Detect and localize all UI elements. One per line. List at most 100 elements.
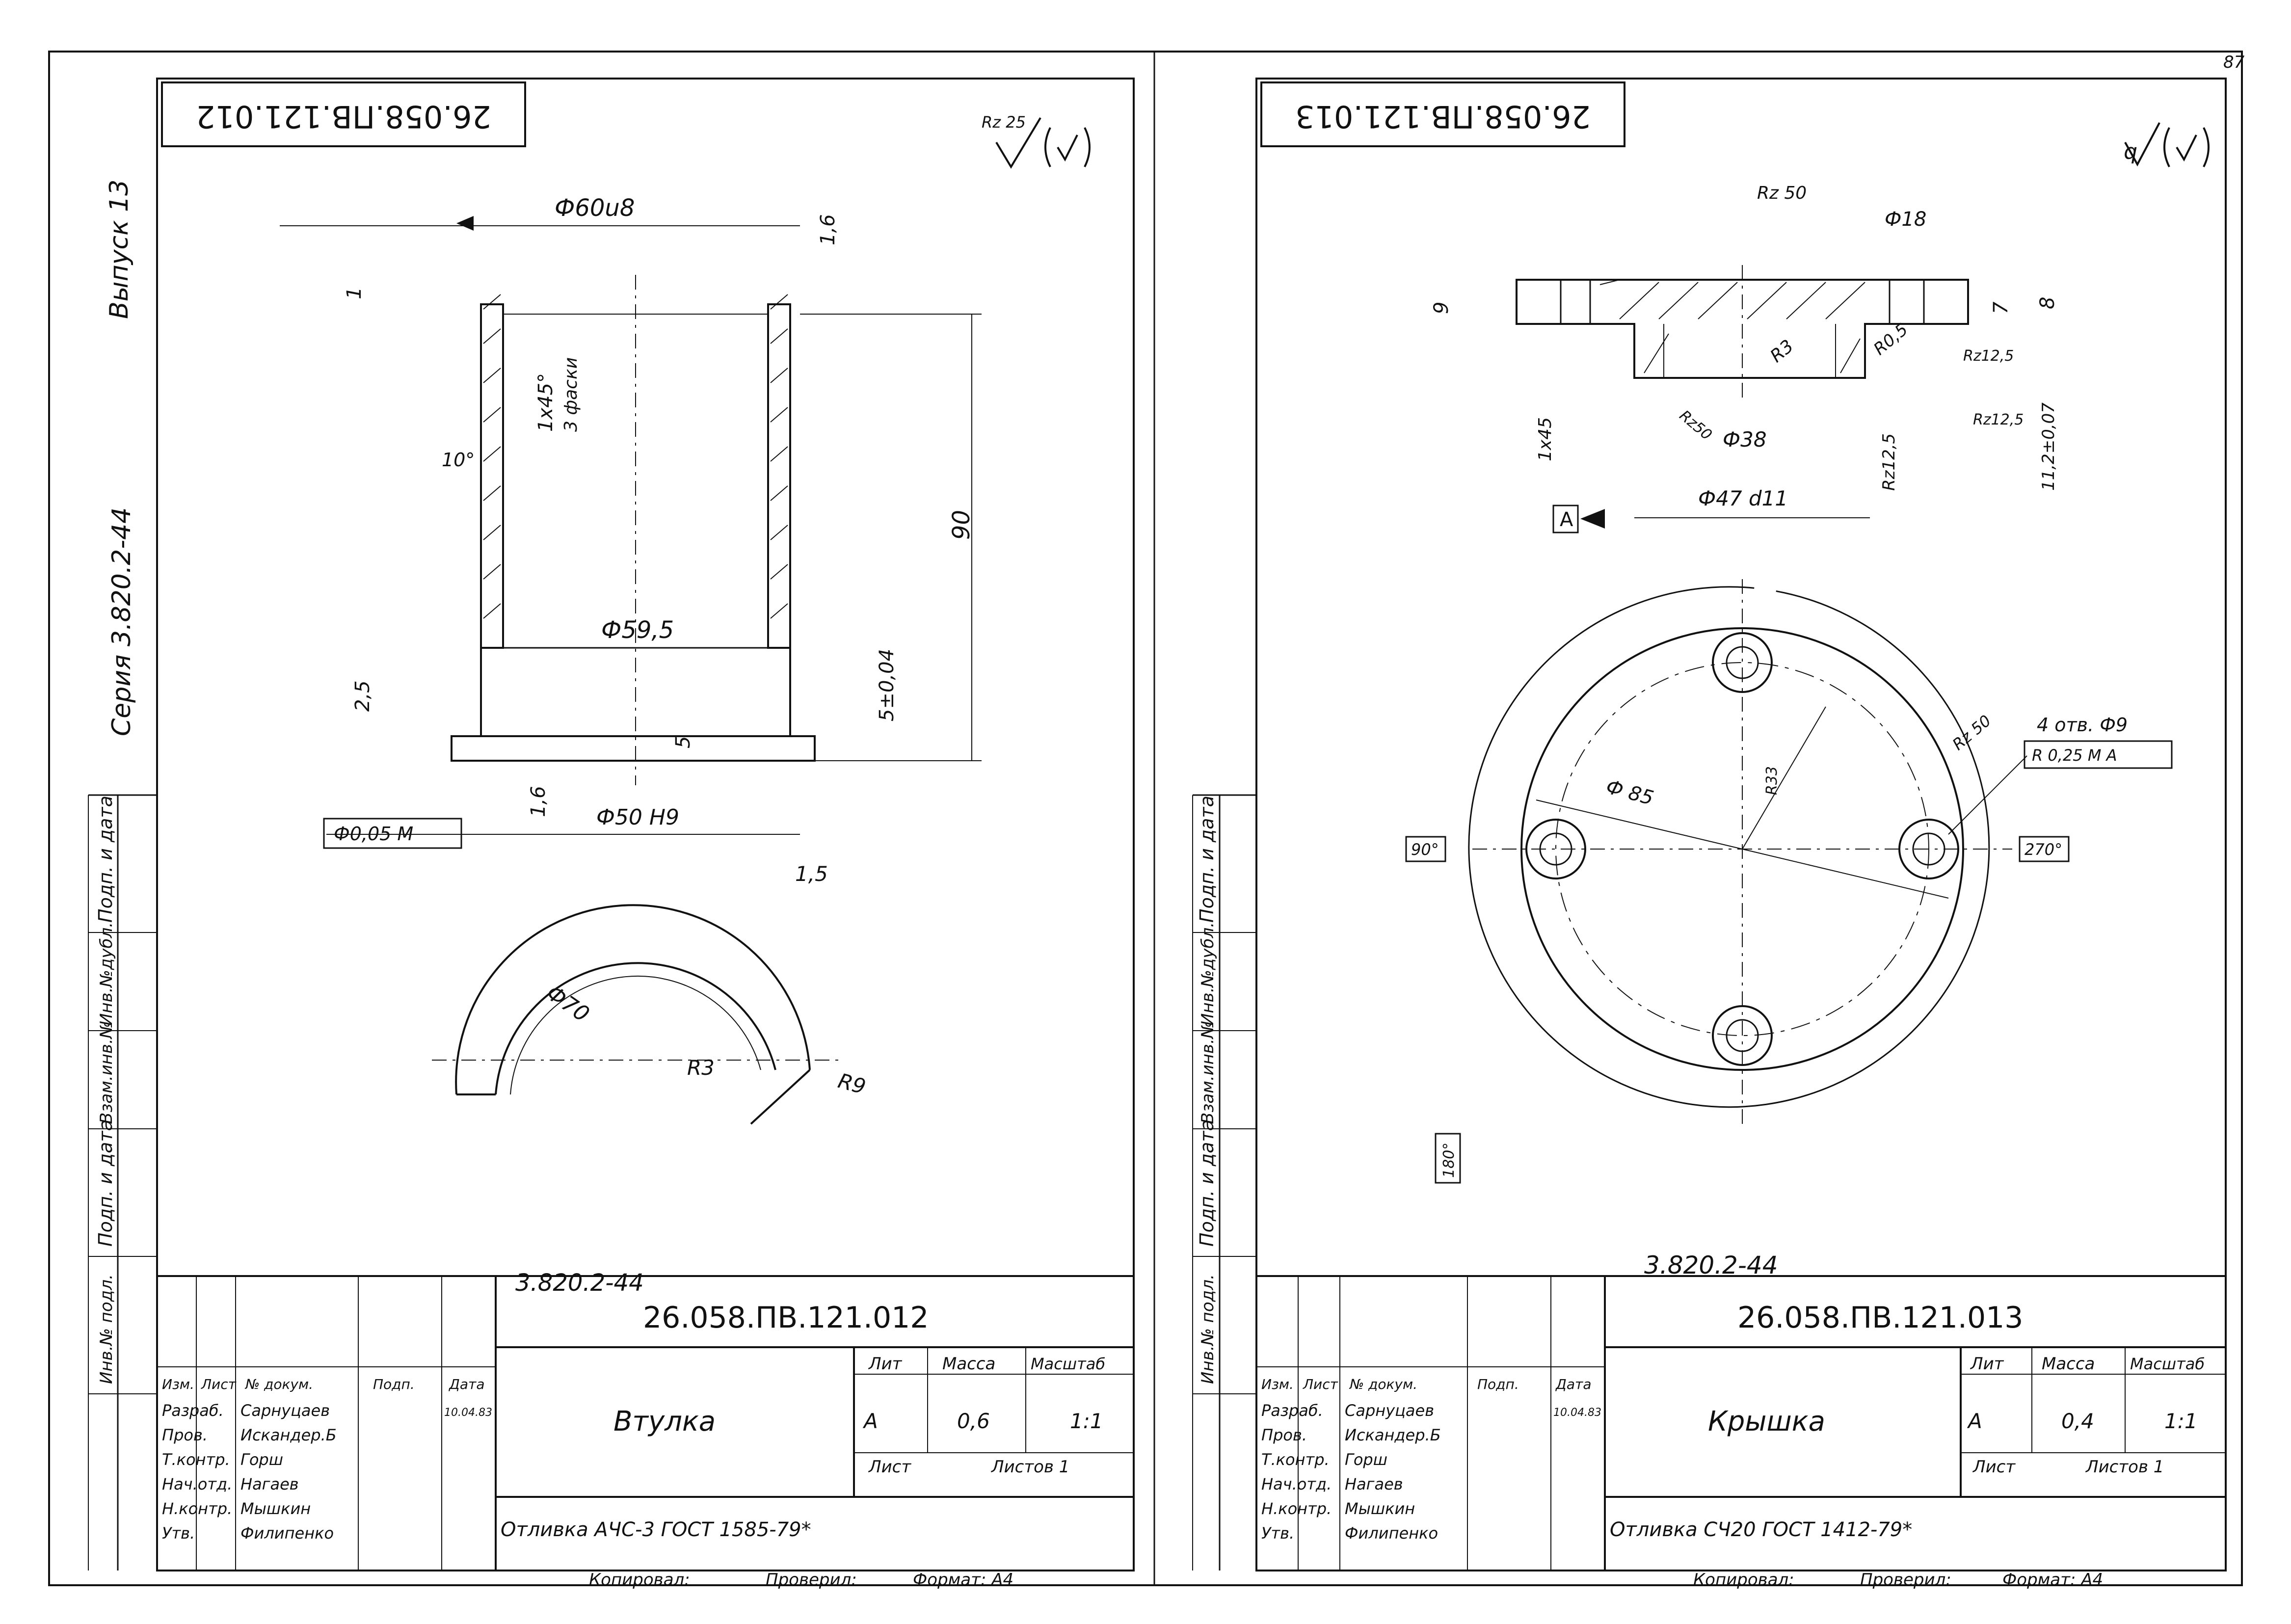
left-roughness-symbol: Rz 25 [982,113,1091,169]
svg-text:Подп.: Подп. [373,1376,415,1392]
svg-text:№ докум.: № докум. [244,1376,313,1392]
svg-text:10°: 10° [442,449,475,471]
svg-text:b: b [2124,142,2137,167]
svg-text:R33: R33 [1763,766,1781,795]
svg-text:1,6: 1,6 [817,214,839,245]
svg-text:Масштаб: Масштаб [1031,1355,1105,1373]
svg-text:Ф38: Ф38 [1723,427,1767,452]
svg-text:Формат: А4: Формат: А4 [913,1570,1013,1590]
svg-text:Rz50: Rz50 [1676,407,1715,444]
svg-text:Копировал:: Копировал: [1693,1570,1794,1590]
svg-text:1x45: 1x45 [1535,417,1555,461]
svg-text:Rz 50: Rz 50 [1757,183,1807,203]
svg-text:90°: 90° [1411,840,1439,859]
svg-text:9: 9 [1430,302,1453,314]
svg-text:1:1: 1:1 [2164,1409,2198,1433]
svg-text:1:1: 1:1 [1070,1409,1103,1433]
cover-dimensions: Rz 50 Ф18 9 R3 R0,5 Rz12,5 7 8 Rz50 1x45… [1430,183,2059,533]
svg-text:Пров.: Пров. [162,1426,208,1444]
svg-text:1x45°: 1x45° [534,373,557,432]
svg-text:Н.контр.: Н.контр. [162,1499,232,1518]
left-top-code: 26.058.ПВ.121.012 [161,81,526,147]
svg-text:2,5: 2,5 [351,680,374,712]
left-margin: Выпуск 13 Серия 3.820.2-44 Подп. и дата … [88,180,157,1571]
svg-text:Изм.: Изм. [1261,1376,1294,1392]
bushing-dimensions: Ф60u8 1,6 1 1x45° 3 фаски 10° 90 Ф59,5 2… [280,194,982,849]
svg-text:Сарнуцаев: Сарнуцаев [1345,1401,1434,1420]
stamp-inv-podl: Инв.№ подл. [97,1274,116,1384]
svg-text:Лит: Лит [1970,1354,2004,1374]
svg-text:Нагаев: Нагаев [1345,1475,1403,1493]
svg-text:Формат: А4: Формат: А4 [2002,1570,2103,1590]
svg-text:Мышкин: Мышкин [1345,1499,1415,1518]
stamp-r-podp-1: Подп. и дата [1196,796,1218,923]
svg-text:Ф47 d11: Ф47 d11 [1698,486,1788,510]
svg-text:Rz 50: Rz 50 [1949,711,1995,754]
left-top-code-text: 26.058.ПВ.121.012 [196,99,491,134]
issue-text: Выпуск 13 [105,180,134,319]
svg-text:R0,5: R0,5 [1870,319,1912,359]
svg-text:R3: R3 [1766,336,1797,367]
svg-text:Лит: Лит [868,1354,903,1374]
svg-text:11,2±0,07: 11,2±0,07 [2039,402,2058,491]
svg-text:Дата: Дата [448,1376,485,1392]
svg-text:Т.контр.: Т.контр. [1261,1450,1330,1469]
svg-text:A: A [1560,508,1573,531]
svg-text:Н.контр.: Н.контр. [1261,1499,1332,1518]
cover-plan-view [1468,579,2027,1124]
svg-text:7: 7 [1990,301,2012,314]
stamp-r-vzam-inv: Взам.инв.№ [1198,1021,1218,1124]
svg-text:Масштаб: Масштаб [2130,1355,2205,1373]
svg-text:Утв.: Утв. [1261,1524,1294,1543]
sheet-border [48,51,2243,1586]
dim-d-inner: Ф59,5 [601,616,674,644]
svg-text:Филипенко: Филипенко [1345,1524,1438,1543]
svg-text:Лист: Лист [868,1457,911,1477]
svg-text:0,6: 0,6 [957,1409,990,1433]
svg-text:Ф 85: Ф 85 [1603,775,1656,810]
left-material: Отливка АЧС-3 ГОСТ 1585-79* [501,1518,811,1541]
dim-d-flange: Ф50 Н9 [596,805,679,830]
svg-text:Филипенко: Филипенко [240,1524,334,1543]
svg-text:Rz12,5: Rz12,5 [1973,411,2024,428]
svg-text:Дата: Дата [1555,1376,1592,1392]
svg-text:Изм.: Изм. [162,1376,194,1392]
left-frame [156,78,1135,1571]
svg-text:5: 5 [672,736,694,748]
svg-text:Разраб.: Разраб. [162,1401,224,1420]
right-margin: Подп. и дата Инв.№дубл. Взам.инв.№ Подп.… [1192,794,1256,1571]
right-roughness-symbol: b [2124,122,2210,167]
svg-text:1: 1 [343,287,366,299]
stamp-inv-dubl: Инв.№дубл. [97,922,116,1026]
svg-text:№ докум.: № докум. [1349,1376,1417,1392]
svg-text:Rz12,5: Rz12,5 [1879,433,1899,491]
svg-text:Листов 1: Листов 1 [990,1457,1069,1477]
svg-text:Масса: Масса [2042,1354,2095,1374]
svg-text:10.04.83: 10.04.83 [1553,1407,1601,1419]
left-title-block: Изм. Лист № докум. Подп. Дата Разраб. Са… [157,1269,1134,1590]
right-top-code-text: 26.058.ПВ.121.013 [1295,99,1591,134]
svg-text:Искандер.Б: Искандер.Б [240,1426,337,1444]
bushing-section [451,275,816,785]
right-frame [1255,78,2227,1571]
dim-d-outer: Ф60u8 [555,194,635,222]
svg-text:Сарнуцаев: Сарнуцаев [240,1401,330,1420]
right-title-block: Изм. Лист № докум. Подп. Дата Разраб. Са… [1256,1251,2226,1590]
svg-text:3 фаски: 3 фаски [561,357,581,432]
left-part-name: Втулка [613,1406,716,1438]
svg-text:1,5: 1,5 [795,862,828,886]
stamp-podp-1: Подп. и дата [95,796,116,923]
stamp-r-inv-podl: Инв.№ подл. [1198,1274,1218,1384]
svg-text:Т.контр.: Т.контр. [162,1450,230,1469]
right-part-name: Крышка [1708,1406,1825,1438]
svg-text:Мышкин: Мышкин [240,1499,311,1518]
stamp-r-podp-2: Подп. и дата [1196,1119,1218,1247]
right-top-code: 26.058.ПВ.121.013 [1260,81,1625,147]
svg-text:Нач.отд.: Нач.отд. [162,1475,232,1493]
svg-text:1,6: 1,6 [527,786,550,817]
svg-text:R 0,25 M A: R 0,25 M A [2032,746,2117,765]
svg-text:4 отв. Ф9: 4 отв. Ф9 [2037,714,2128,736]
svg-text:Копировал:: Копировал: [589,1570,690,1590]
svg-text:8: 8 [2036,297,2059,309]
right-designation: 26.058.ПВ.121.013 [1737,1301,2023,1335]
